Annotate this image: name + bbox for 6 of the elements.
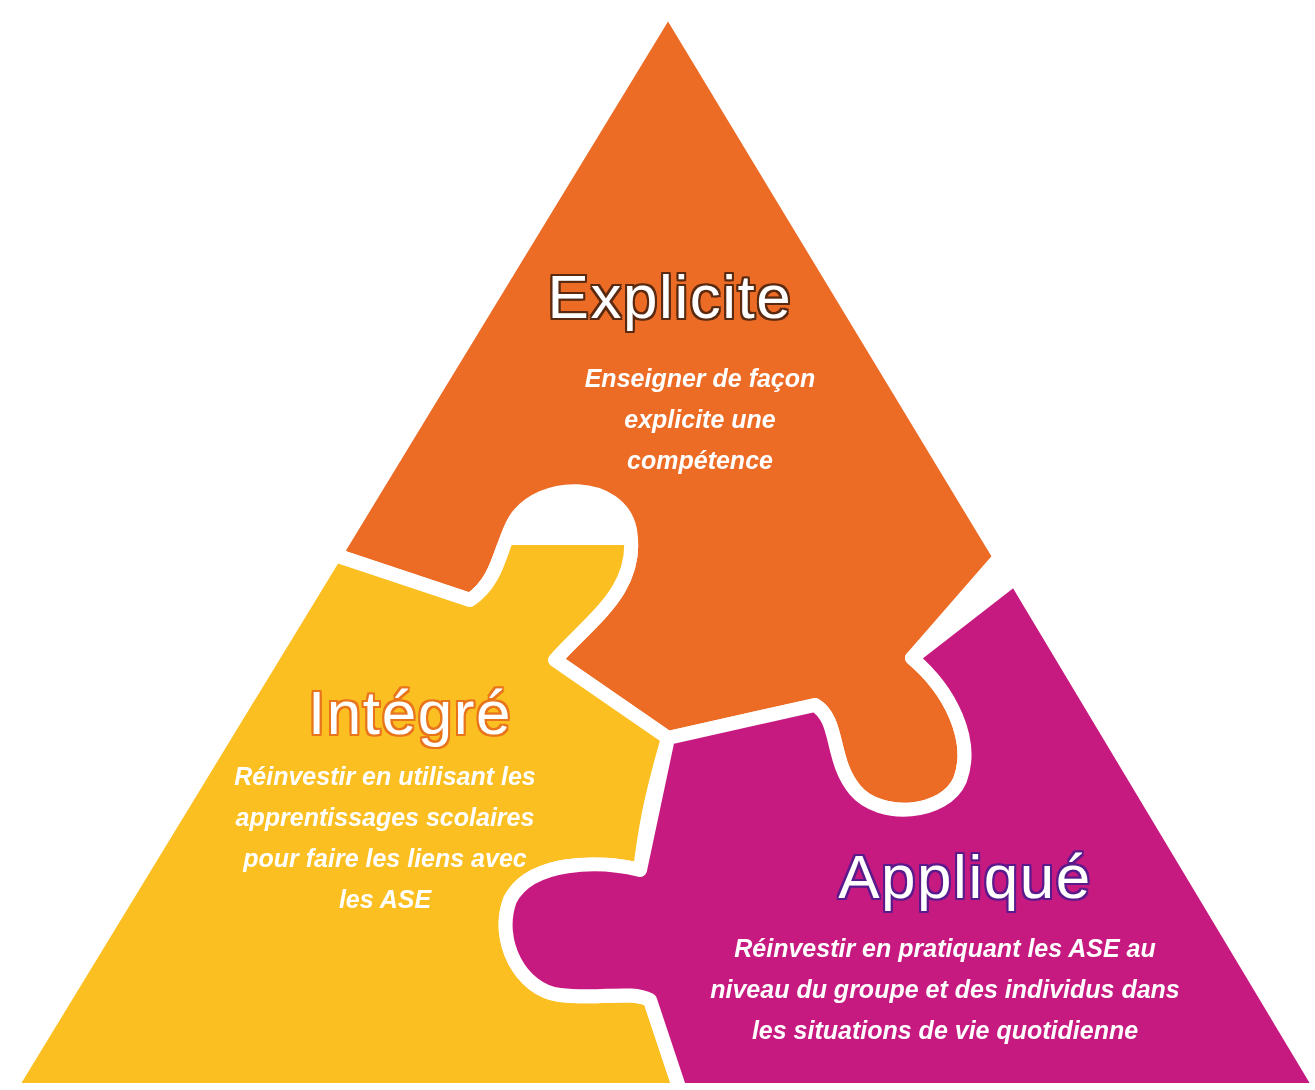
piece-heading: Intégré (308, 678, 512, 748)
piece-heading: Appliqué (838, 842, 1092, 912)
piece-description: Réinvestir en utilisant les apprentissages scolaires pour faire les liens avec les ASE (233, 761, 537, 915)
piece-description: Réinvestir en pratiquant les ASE au niveau du groupe et des individus dans les situations de vie quotidienne (710, 933, 1180, 1046)
piece-heading: Explicite (547, 262, 793, 332)
piece-description: Enseigner de façon explicite une compétence (583, 363, 817, 476)
